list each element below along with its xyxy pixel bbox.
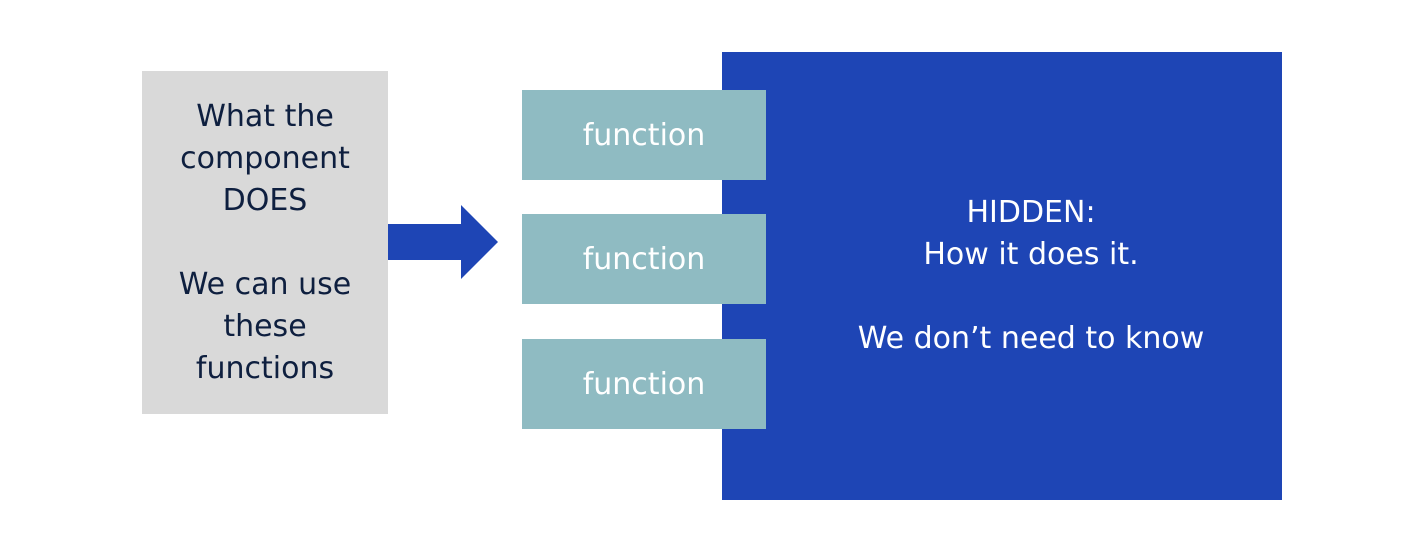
hidden-heading: HIDDEN: — [966, 195, 1096, 230]
hidden-implementation-box: HIDDEN: How it does it. We don’t need to… — [722, 52, 1282, 500]
hidden-implementation-text: HIDDEN: How it does it. We don’t need to… — [722, 192, 1290, 360]
function-box-3: function — [522, 339, 766, 429]
function-label: function — [582, 241, 706, 277]
hidden-paragraph-spacer — [772, 276, 1290, 318]
hidden-subheading: How it does it. — [923, 237, 1139, 272]
component-interface-box: What the component DOES We can use these… — [142, 71, 388, 414]
arrow-shape — [388, 205, 498, 279]
component-description-text: What the component DOES — [180, 98, 350, 218]
component-usage-text: We can use these functions — [178, 266, 352, 386]
function-box-1: function — [522, 90, 766, 180]
hidden-note: We don’t need to know — [857, 321, 1205, 356]
function-label: function — [582, 366, 706, 402]
right-arrow-icon — [388, 205, 498, 279]
function-label: function — [582, 117, 706, 153]
function-box-2: function — [522, 214, 766, 304]
